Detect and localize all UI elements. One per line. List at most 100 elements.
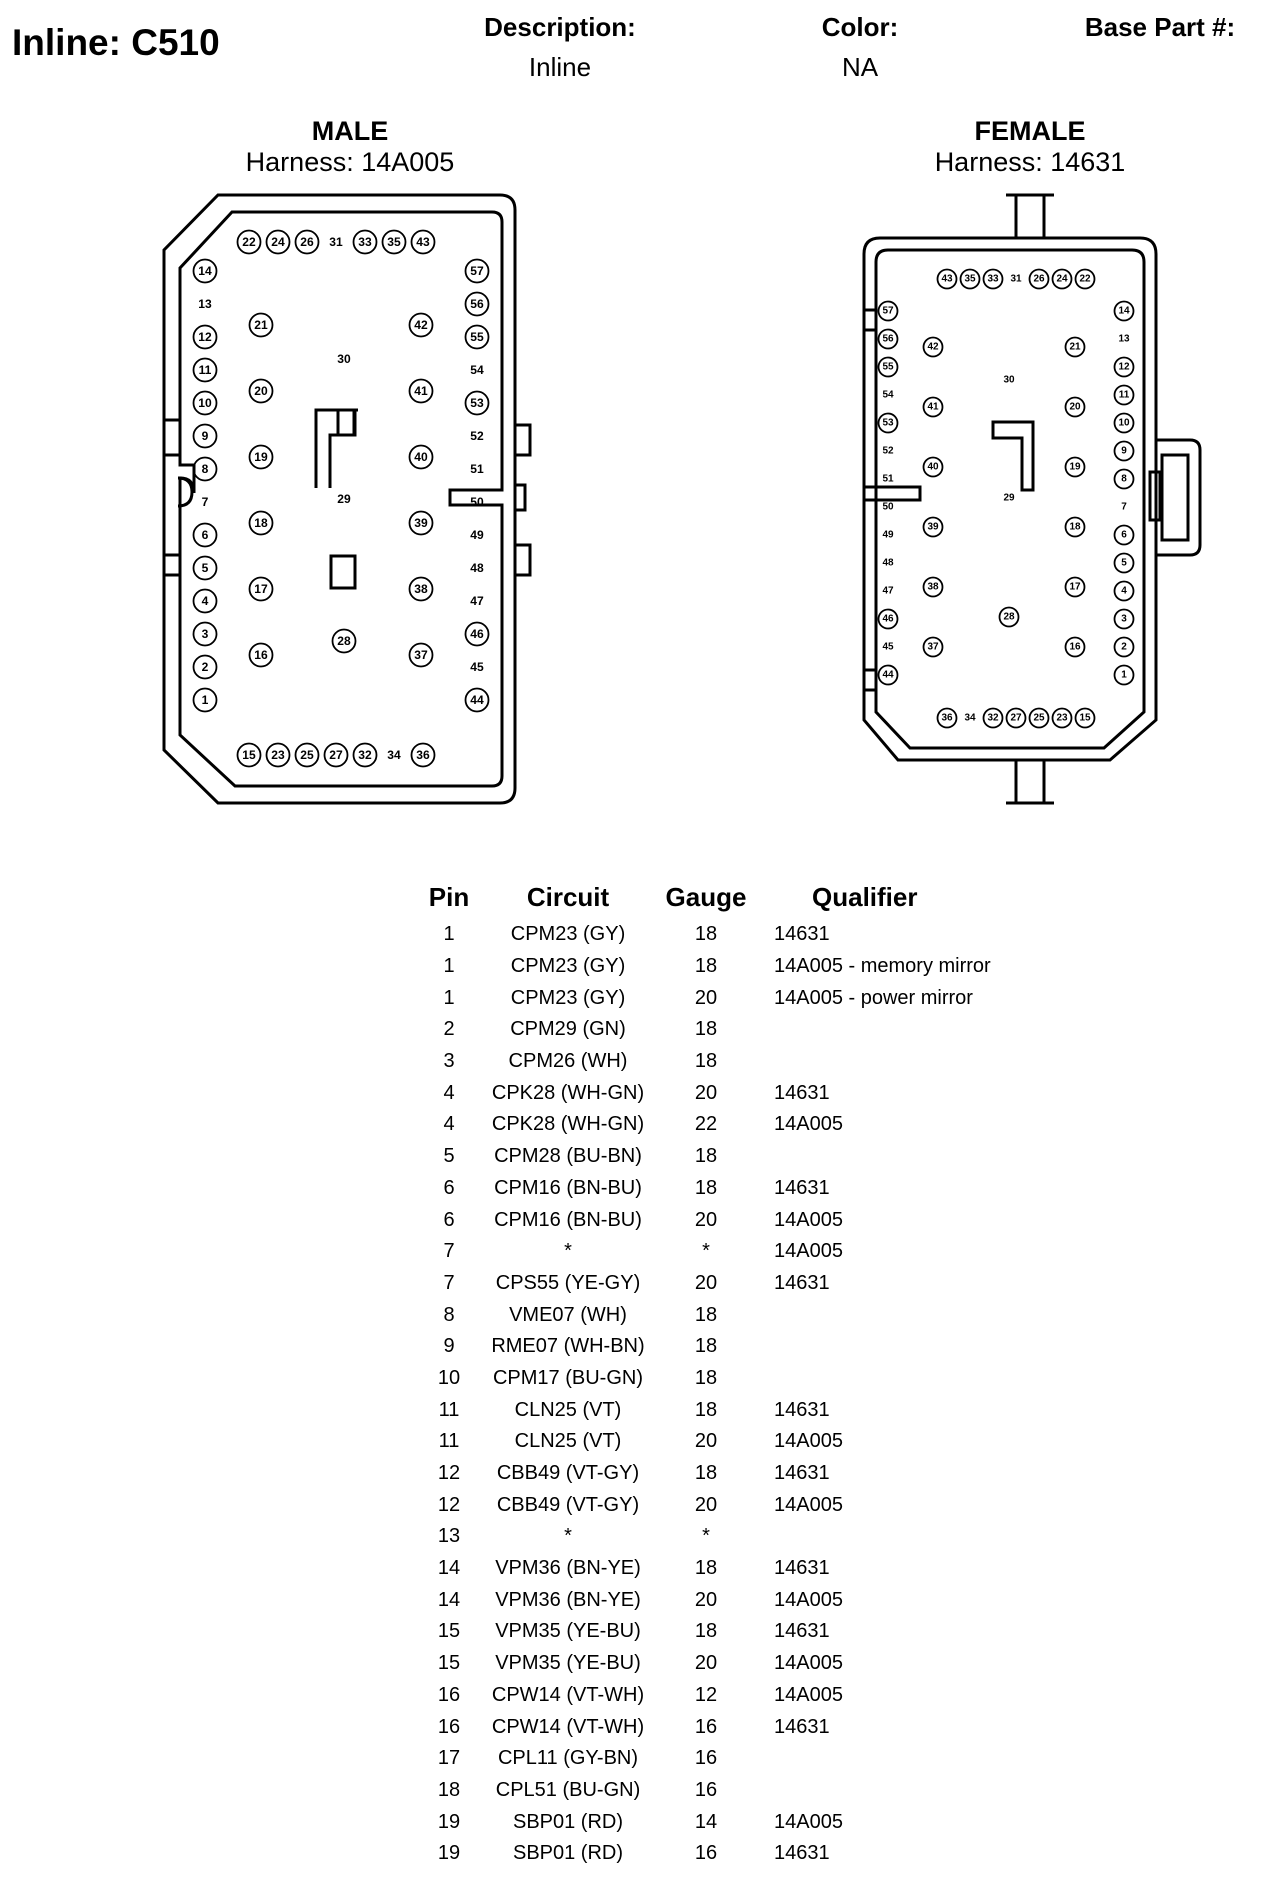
- pin-label: 54: [470, 363, 484, 377]
- pin-11: 11: [1113, 384, 1135, 406]
- pin-label: 20: [254, 384, 268, 398]
- pin-45: 45: [470, 660, 484, 674]
- pin-circle: [1064, 636, 1086, 658]
- description-value: Inline: [528, 52, 592, 82]
- pin-label: 33: [358, 235, 372, 249]
- pin-circle: [1005, 707, 1027, 729]
- pin-label: 47: [882, 586, 894, 597]
- circuit-cell: CPM23 (GY): [510, 923, 626, 946]
- pin-52: 52: [882, 446, 894, 457]
- qualifier-cell: 14631: [774, 1176, 830, 1199]
- pin-circle: [248, 576, 274, 602]
- pin-circle: [1113, 552, 1135, 574]
- pin-circle: [464, 291, 490, 317]
- pin-15: 15: [1074, 707, 1096, 729]
- pin-circle: [248, 312, 274, 338]
- pin-14: 14: [192, 258, 218, 284]
- circuit-cell: CBB49 (VT-GY): [496, 1493, 640, 1516]
- pin-4: 4: [1113, 580, 1135, 602]
- table-row: 7**14A005: [416, 1236, 1072, 1268]
- pin-circle: [1028, 268, 1050, 290]
- pin-cell: 1: [443, 923, 455, 946]
- pin-1: 1: [192, 687, 218, 713]
- pin-21: 21: [248, 312, 274, 338]
- pin-circle: [1113, 636, 1135, 658]
- pin-28: 28: [998, 606, 1020, 628]
- header-qualifier: Qualifier: [812, 882, 918, 912]
- gauge-cell: 18: [694, 1462, 718, 1485]
- pin-cell: 16: [437, 1715, 461, 1738]
- circuit-cell: CLN25 (VT): [514, 1430, 622, 1453]
- pin-7: 7: [1121, 502, 1127, 513]
- pin-54: 54: [882, 390, 894, 401]
- pin-16: 16: [1064, 636, 1086, 658]
- pin-17: 17: [1064, 576, 1086, 598]
- pin-34: 34: [964, 713, 976, 724]
- gauge-cell: 16: [694, 1842, 718, 1865]
- pin-label: 52: [882, 446, 894, 457]
- pin-label: 48: [470, 561, 484, 575]
- circuit-cell: CPM28 (BU-BN): [494, 1145, 642, 1168]
- pin-circle: [192, 390, 218, 416]
- pin-cell: 12: [437, 1493, 461, 1516]
- pin-30: 30: [337, 352, 351, 366]
- pin-circle: [192, 456, 218, 482]
- pin-cell: 8: [443, 1303, 455, 1326]
- pin-cell: 4: [443, 1113, 455, 1136]
- pin-label: 23: [1056, 713, 1068, 724]
- qualifier-cell: [758, 1014, 1072, 1046]
- pin-label: 31: [329, 235, 343, 249]
- pin-11: 11: [192, 357, 218, 383]
- pin-42: 42: [922, 336, 944, 358]
- gauge-cell: 18: [694, 1303, 718, 1326]
- pin-27: 27: [1005, 707, 1027, 729]
- gauge-cell: 18: [694, 1620, 718, 1643]
- pin-27: 27: [323, 742, 349, 768]
- pin-circle: [1051, 268, 1073, 290]
- female-connector-title: FEMALE Harness: 14631: [880, 116, 1180, 178]
- pin-label: 30: [1003, 375, 1015, 386]
- pin-label: 38: [414, 582, 428, 596]
- pin-label: 23: [271, 748, 285, 762]
- pin-circle: [248, 378, 274, 404]
- circuit-cell: CPL11 (GY-BN): [497, 1747, 639, 1770]
- pin-cell: 13: [437, 1525, 461, 1548]
- pin-56: 56: [877, 328, 899, 350]
- pin-circle: [877, 664, 899, 686]
- pin-circle: [922, 636, 944, 658]
- pin-6: 6: [1113, 524, 1135, 546]
- pin-circle: [192, 687, 218, 713]
- pin-43: 43: [936, 268, 958, 290]
- pin-cell: 6: [443, 1208, 455, 1231]
- qualifier-cell: [758, 1521, 1072, 1553]
- pin-circle: [192, 258, 218, 284]
- pin-57: 57: [877, 300, 899, 322]
- pin-label: 57: [470, 264, 484, 278]
- color-label: Color:: [821, 12, 899, 42]
- pin-24: 24: [265, 229, 291, 255]
- circuit-cell: CPM17 (BU-GN): [492, 1366, 643, 1389]
- gauge-cell: 18: [694, 1050, 718, 1073]
- pin-label: 10: [198, 396, 212, 410]
- pin-label: 51: [470, 462, 484, 476]
- pin-19: 19: [1064, 456, 1086, 478]
- pin-circle: [1113, 468, 1135, 490]
- pin-35: 35: [959, 268, 981, 290]
- pin-42: 42: [408, 312, 434, 338]
- pin-label: 6: [1121, 530, 1127, 541]
- qualifier-cell: 14A005: [774, 1588, 843, 1611]
- gauge-cell: 20: [694, 1652, 718, 1675]
- pin-label: 45: [882, 642, 894, 653]
- pin-circle: [408, 378, 434, 404]
- pin-label: 36: [416, 748, 430, 762]
- circuit-cell: CBB49 (VT-GY): [496, 1462, 640, 1485]
- pin-label: 46: [882, 614, 894, 625]
- qualifier-cell: 14631: [774, 923, 830, 946]
- pin-label: 13: [198, 297, 212, 311]
- circuit-cell: CPL51 (BU-GN): [495, 1778, 641, 1801]
